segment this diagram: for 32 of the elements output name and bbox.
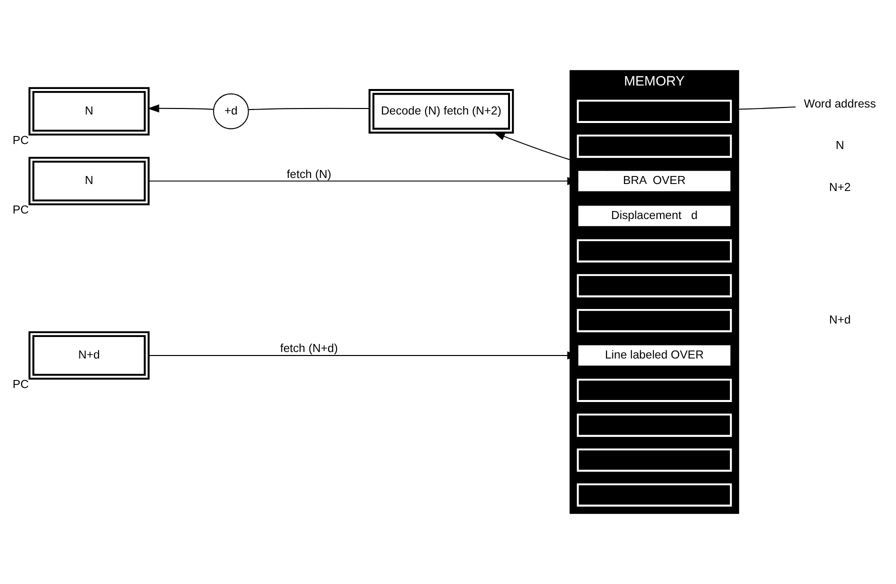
label: N+d	[829, 314, 851, 327]
arrow	[148, 351, 579, 360]
connector	[248, 108, 370, 110]
node-box: N	[28, 87, 150, 136]
node-box	[576, 483, 732, 507]
arrow	[148, 104, 214, 112]
node-box	[576, 134, 732, 158]
node-box	[576, 378, 732, 402]
node-box: Decode (N) fetch (N+2)	[368, 89, 514, 134]
label: N	[836, 139, 844, 152]
node-box: Line labeled OVER	[577, 344, 732, 367]
node-box	[576, 100, 732, 123]
node-box: Displacement d	[577, 204, 732, 228]
node-box	[576, 414, 732, 437]
arrow	[493, 132, 608, 171]
connector	[738, 106, 796, 110]
node-box: N	[28, 156, 150, 206]
node-box	[576, 448, 732, 472]
node-box: BRA OVER	[577, 170, 732, 192]
arrow	[148, 177, 579, 186]
node-label: PC	[12, 378, 29, 392]
node-box	[576, 239, 732, 262]
node-text: Word address	[804, 98, 876, 111]
edge-label: fetch (N+d)	[280, 342, 338, 356]
node-box	[576, 308, 732, 332]
node-label: PC	[12, 134, 29, 147]
node-label: PC	[12, 204, 29, 217]
edge-label: fetch (N)	[286, 168, 332, 181]
node-circle: +d	[213, 93, 249, 130]
node-box: N+d	[28, 331, 150, 380]
label: N+2	[829, 180, 851, 194]
node-box	[576, 274, 732, 298]
